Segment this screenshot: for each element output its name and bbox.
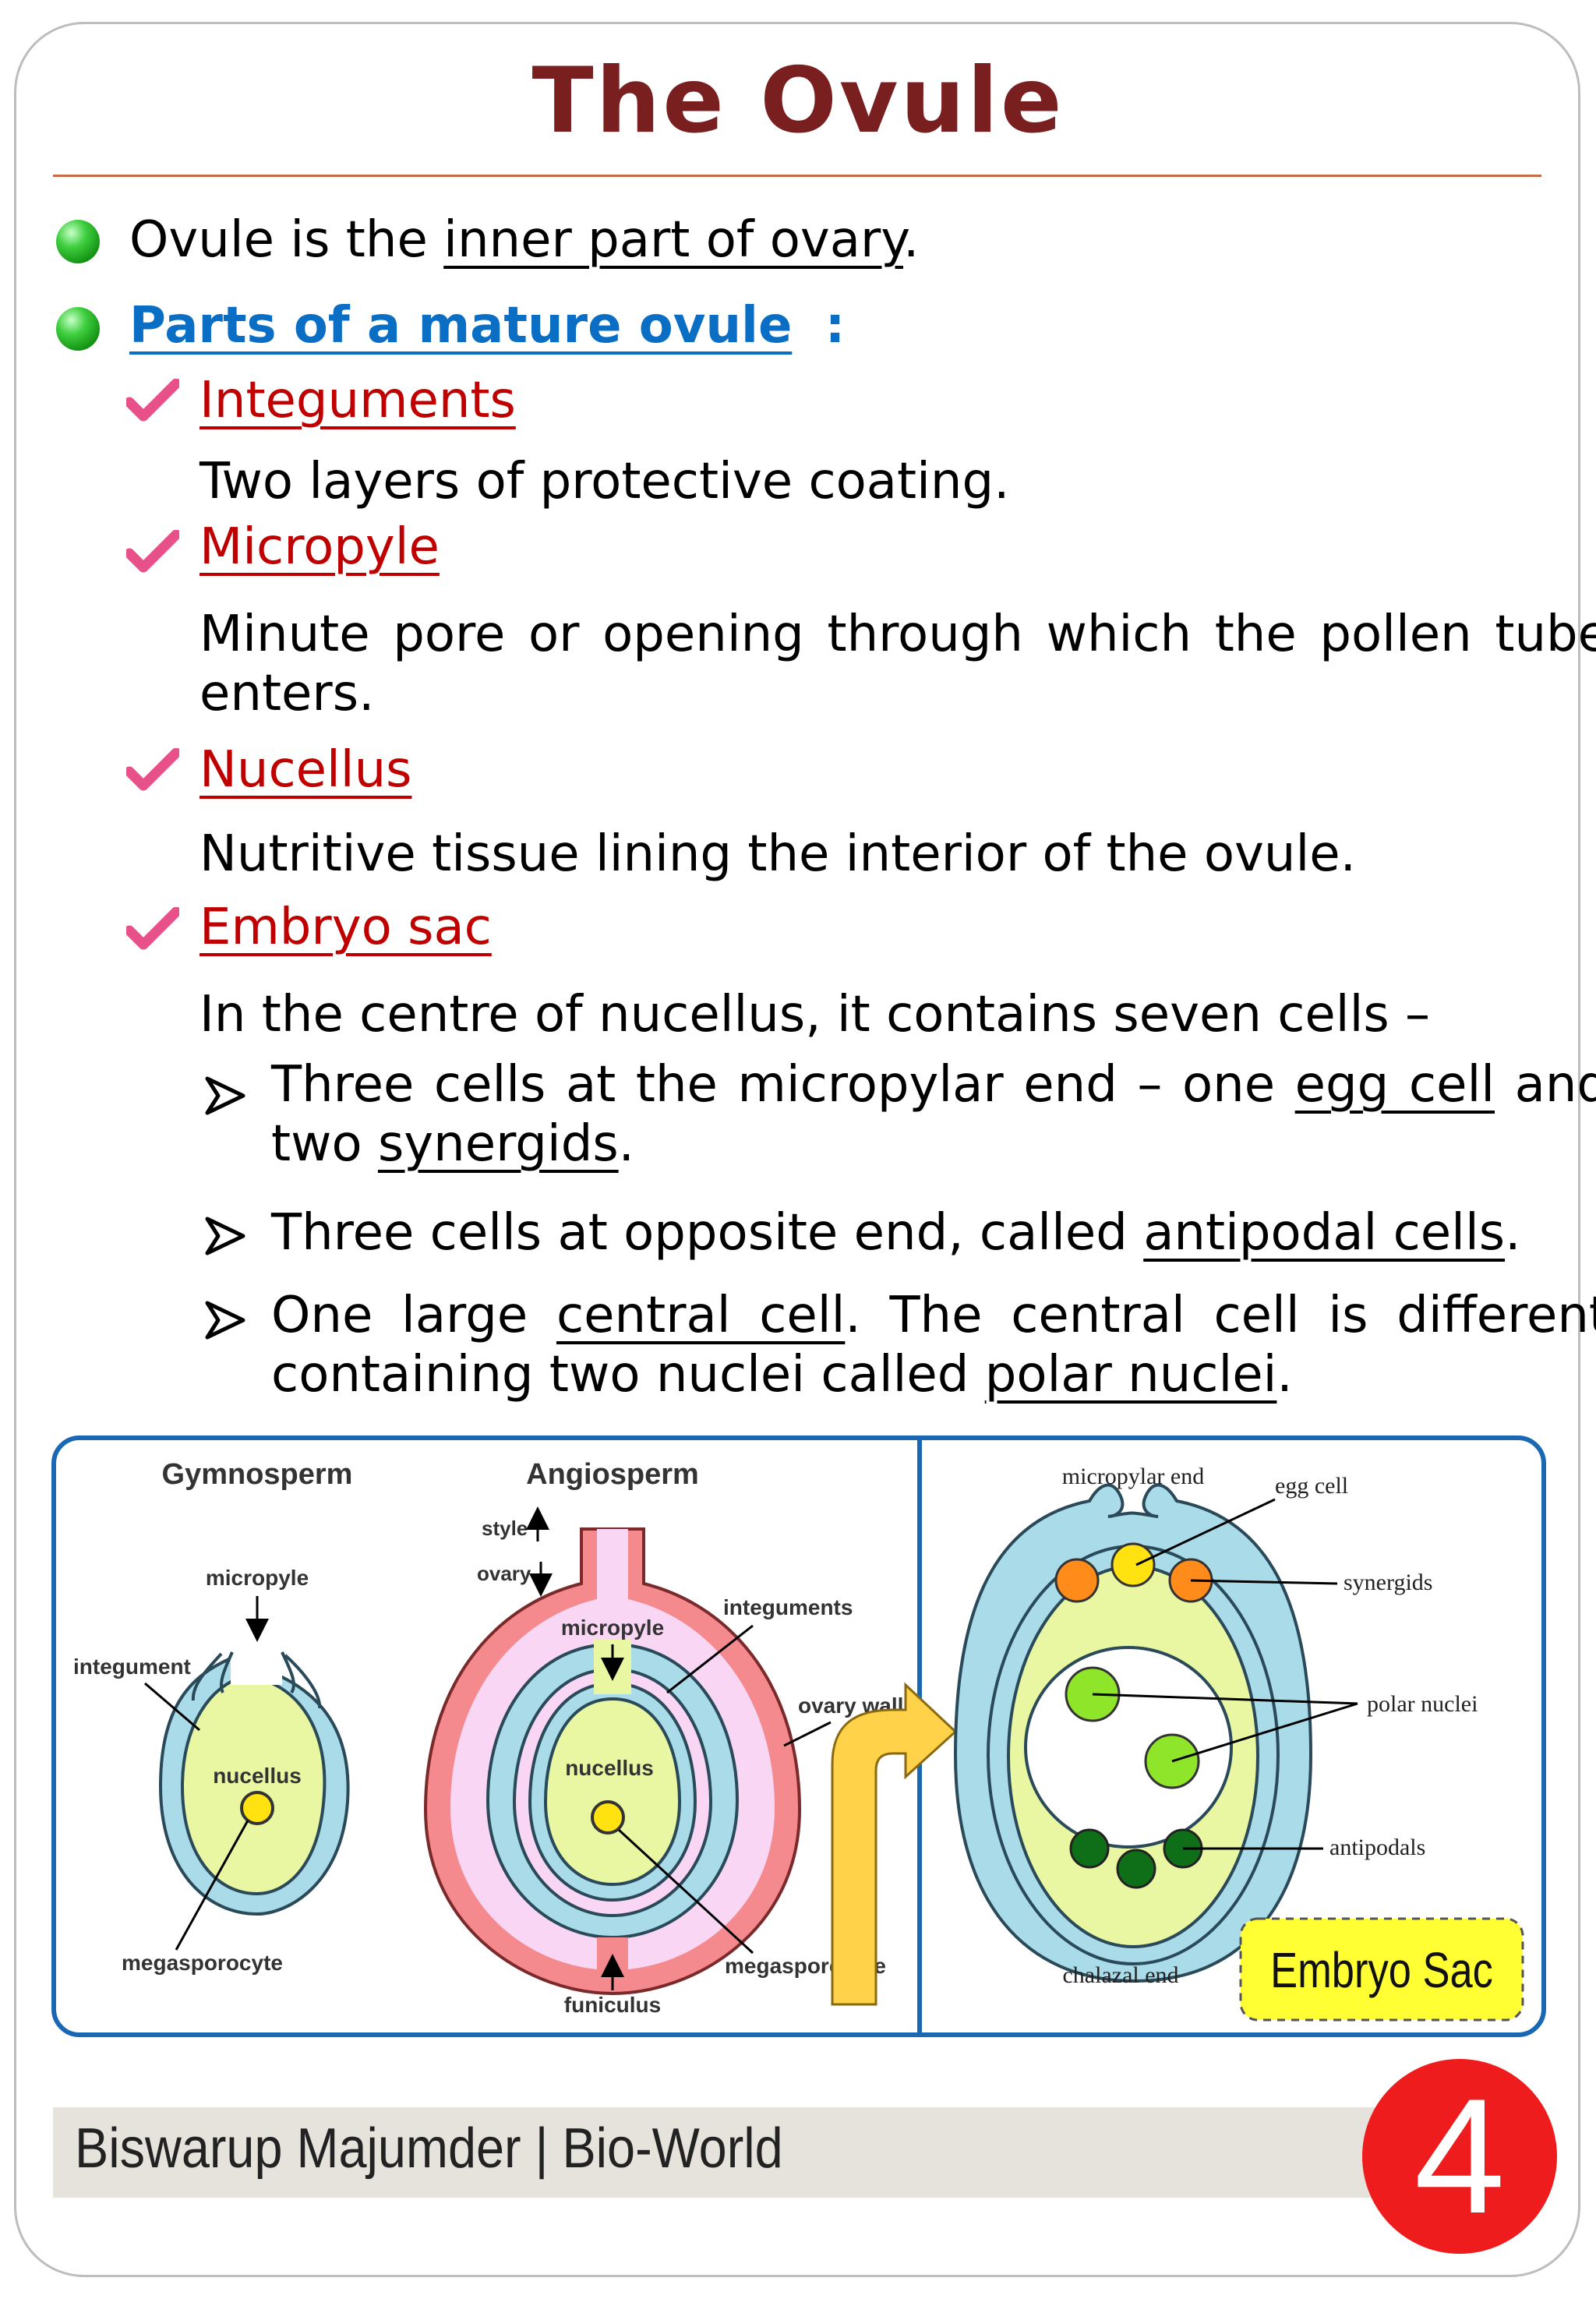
embryo-sub3-line1: One large central cell. The central cell… bbox=[271, 1286, 1596, 1346]
gymno-label-integument: integument bbox=[73, 1654, 191, 1679]
parts-heading: Parts of a mature ovule bbox=[129, 297, 793, 355]
check-icon bbox=[126, 530, 179, 573]
underlined-term: central cell bbox=[556, 1287, 846, 1344]
angio-label-funiculus: funiculus bbox=[564, 1993, 661, 2017]
sub-text: and bbox=[1514, 1056, 1596, 1114]
page-number-badge: 4 bbox=[1362, 2059, 1557, 2254]
check-icon bbox=[126, 907, 179, 950]
underlined-term: polar nuclei bbox=[984, 1346, 1277, 1404]
sac-label-egg-cell: egg cell bbox=[1275, 1473, 1348, 1499]
embryo-sac-diagram bbox=[953, 1483, 1313, 1983]
angio-label-style: style bbox=[482, 1517, 528, 1540]
desc-text: Minute pore or opening through which the… bbox=[200, 606, 1596, 663]
embryo-sub2: Three cells at opposite end, called anti… bbox=[271, 1203, 1520, 1263]
gymnosperm-title: Gymnosperm bbox=[162, 1458, 353, 1491]
arrow-bullet-icon bbox=[205, 1076, 245, 1115]
gymnosperm-ovule bbox=[158, 1638, 350, 1916]
angiosperm-title: Angiosperm bbox=[526, 1458, 699, 1491]
gymno-label-megasporocyte: megasporocyte bbox=[122, 1951, 283, 1975]
sub-text: two bbox=[271, 1115, 378, 1173]
sub-text: . bbox=[1276, 1346, 1293, 1404]
bullet-ovule-definition: Ovule is the inner part of ovary. bbox=[129, 210, 919, 270]
yellow-arrow bbox=[831, 1682, 958, 2006]
sub-text: . bbox=[1505, 1204, 1521, 1262]
gymno-label-micropyle: micropyle bbox=[206, 1566, 309, 1590]
gymno-label-nucellus: nucellus bbox=[213, 1764, 302, 1788]
sac-label-synergids: synergids bbox=[1344, 1570, 1432, 1595]
arrow-bullet-icon bbox=[205, 1301, 245, 1340]
angio-label-integuments: integuments bbox=[723, 1595, 853, 1619]
sub-text: One large bbox=[271, 1287, 556, 1344]
bullet-punct: . bbox=[903, 211, 920, 269]
title-divider bbox=[53, 175, 1541, 177]
green-bullet-icon bbox=[56, 220, 100, 263]
angio-label-nucellus: nucellus bbox=[565, 1756, 654, 1780]
heading-colon: : bbox=[824, 297, 846, 355]
arrow-bullet-icon bbox=[205, 1217, 245, 1255]
ovule-diagram: Gymnosperm micropyle integument nucellus… bbox=[73, 1439, 1524, 2034]
embryo-sac-label: Embryo Sac bbox=[1270, 1943, 1493, 1998]
footer-author: Biswarup Majumder | Bio-World bbox=[75, 2117, 783, 2180]
part-micropyle-desc-line2: enters. bbox=[200, 665, 375, 722]
bullet-parts-heading: Parts of a mature ovule : bbox=[129, 296, 845, 356]
embryo-sub1-line2: two synergids. bbox=[271, 1114, 634, 1174]
part-micropyle-title: Micropyle bbox=[200, 518, 440, 576]
underlined-term: egg cell bbox=[1294, 1056, 1495, 1114]
sub-text: . bbox=[618, 1115, 634, 1173]
page-title: The Ovule bbox=[531, 48, 1065, 154]
part-integuments-title: Integuments bbox=[200, 372, 516, 429]
sac-label-antipodals: antipodals bbox=[1329, 1835, 1425, 1860]
sac-label-micropylar-end: micropylar end bbox=[1062, 1464, 1204, 1489]
sub-text: Three cells at the micropylar end – one bbox=[271, 1056, 1295, 1114]
embryo-sub1-line1: Three cells at the micropylar end – one … bbox=[271, 1055, 1596, 1115]
green-bullet-icon bbox=[56, 307, 100, 351]
sub-text: containing two nuclei called bbox=[271, 1346, 985, 1404]
sub-text: Three cells at opposite end, called bbox=[271, 1204, 1144, 1262]
part-micropyle-desc-line1: Minute pore or opening through which the… bbox=[200, 605, 1596, 665]
part-integuments-desc: Two layers of protective coating. bbox=[200, 453, 1010, 510]
sub-text: . The central cell is different bbox=[845, 1287, 1596, 1344]
sac-label-chalazal-end: chalazal end bbox=[1062, 1962, 1178, 1988]
underlined-term: inner part of ovary bbox=[443, 211, 904, 269]
bullet-text: Ovule is the bbox=[129, 211, 444, 269]
page-frame bbox=[14, 22, 1580, 2277]
underlined-term: antipodal cells bbox=[1143, 1204, 1506, 1262]
check-icon bbox=[126, 379, 179, 422]
sac-label-polar-nuclei: polar nuclei bbox=[1367, 1691, 1478, 1717]
footer-bar bbox=[53, 2107, 1440, 2198]
part-embryo-sac-desc: In the centre of nucellus, it contains s… bbox=[200, 986, 1431, 1044]
underlined-term: synergids bbox=[377, 1115, 619, 1173]
angio-label-micropyle: micropyle bbox=[561, 1616, 664, 1640]
angio-label-ovary: ovary bbox=[477, 1562, 531, 1585]
angiosperm-ovule bbox=[423, 1527, 802, 1996]
check-icon bbox=[126, 748, 179, 791]
embryo-sub3-line2: containing two nuclei called polar nucle… bbox=[271, 1345, 1293, 1405]
part-nucellus-title: Nucellus bbox=[200, 741, 412, 799]
embryo-sac-label-box bbox=[1239, 1917, 1524, 2022]
part-nucellus-desc: Nutritive tissue lining the interior of … bbox=[200, 825, 1356, 883]
part-embryo-sac-title: Embryo sac bbox=[200, 899, 492, 956]
